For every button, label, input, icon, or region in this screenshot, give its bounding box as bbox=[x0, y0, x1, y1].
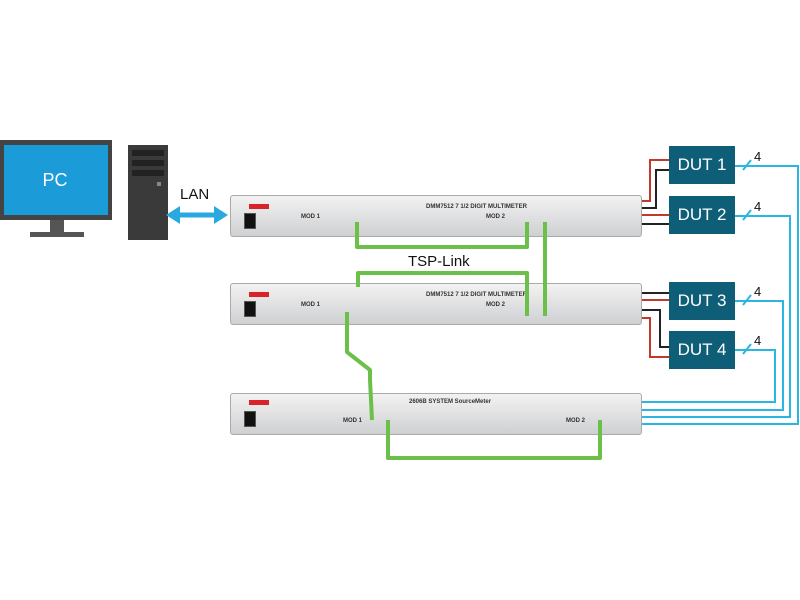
sourcemeter-2606b: 2606B SYSTEM SourceMeter MOD 1 MOD 2 bbox=[230, 393, 642, 435]
mod-label: MOD 1 bbox=[343, 418, 363, 424]
mod-label: MOD 2 bbox=[486, 214, 506, 220]
dut-2: DUT 2 bbox=[669, 196, 735, 234]
wire-count-4: 4 bbox=[754, 333, 762, 348]
digital-io-cables bbox=[640, 159, 799, 425]
wire-count-3: 4 bbox=[754, 284, 762, 299]
test-leads bbox=[640, 159, 669, 358]
instrument-title: DMM7512 7 1/2 DIGIT MULTIMETER bbox=[426, 292, 527, 298]
dut-4: DUT 4 bbox=[669, 331, 735, 369]
tsp-link-label: TSP-Link bbox=[408, 253, 470, 270]
power-switch[interactable] bbox=[244, 213, 256, 229]
mod-label: MOD 2 bbox=[486, 302, 506, 308]
pc-tower bbox=[128, 145, 168, 240]
keithley-logo bbox=[249, 292, 269, 297]
mod-label: MOD 1 bbox=[301, 302, 321, 308]
dut-3: DUT 3 bbox=[669, 282, 735, 320]
power-switch[interactable] bbox=[244, 411, 256, 427]
wire-count-1: 4 bbox=[754, 149, 762, 164]
lan-label: LAN bbox=[180, 186, 210, 203]
wire-count-2: 4 bbox=[754, 199, 762, 214]
dmm7512-instrument-1: DMM7512 7 1/2 DIGIT MULTIMETER MOD 1 MOD… bbox=[230, 195, 642, 237]
power-switch[interactable] bbox=[244, 301, 256, 317]
keithley-logo bbox=[249, 400, 269, 405]
mod-label: MOD 2 bbox=[566, 418, 586, 424]
dut-1: DUT 1 bbox=[669, 146, 735, 184]
pc-monitor bbox=[0, 140, 112, 237]
instrument-title: DMM7512 7 1/2 DIGIT MULTIMETER bbox=[426, 204, 527, 210]
dmm7512-instrument-2: DMM7512 7 1/2 DIGIT MULTIMETER MOD 1 MOD… bbox=[230, 283, 642, 325]
instrument-title: 2606B SYSTEM SourceMeter bbox=[409, 399, 492, 405]
pc-label: PC bbox=[42, 170, 68, 190]
mod-label: MOD 1 bbox=[301, 214, 321, 220]
keithley-logo bbox=[249, 204, 269, 209]
lan-arrow bbox=[166, 206, 228, 224]
